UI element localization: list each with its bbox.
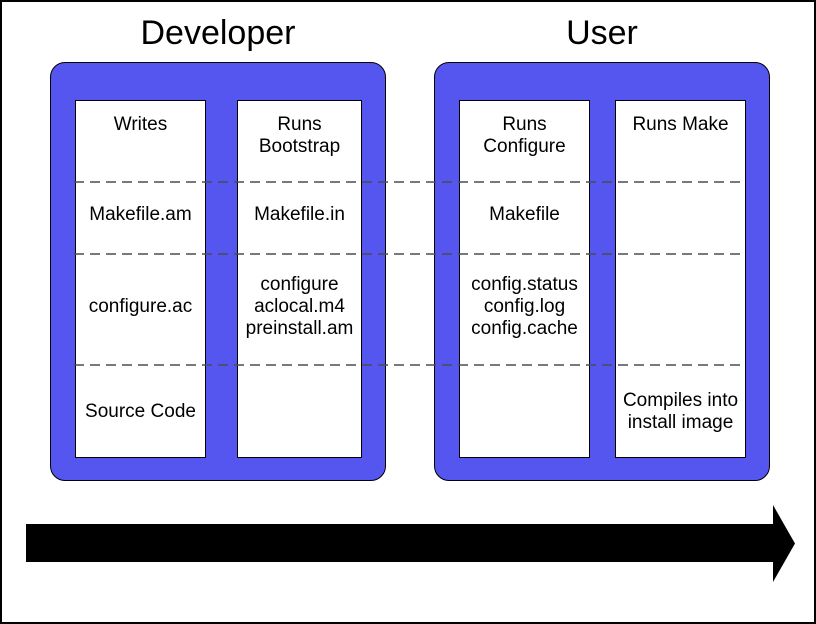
cell-runs-make-text: Runs Make — [632, 114, 729, 135]
cell-makefile-in: Makefile.in — [238, 184, 361, 256]
cell-empty-dev — [238, 367, 361, 457]
cell-runs-configure: Runs Configure — [460, 101, 589, 184]
cell-compiles-text: Compiles into install image — [622, 390, 739, 433]
cell-writes-text: Writes — [113, 114, 168, 135]
cell-makefile: Makefile — [460, 184, 589, 256]
flow-arrow — [26, 505, 795, 582]
developer-bootstrap-column: Runs Bootstrap Makefile.in configure acl… — [237, 100, 362, 458]
cell-runs-bootstrap-text: Runs Bootstrap — [258, 114, 341, 157]
user-make-column: Runs Make Compiles into install image — [615, 100, 746, 458]
cell-empty-user-b1 — [616, 184, 745, 256]
developer-writes-column: Writes Makefile.am configure.ac Source C… — [75, 100, 206, 458]
arrow-head — [773, 505, 795, 582]
cell-makefile-in-text: Makefile.in — [254, 204, 345, 225]
cell-configure-outputs-text: configure aclocal.m4 preinstall.am — [245, 273, 354, 339]
cell-empty-user-b2 — [616, 256, 745, 367]
cell-makefile-text: Makefile — [489, 204, 560, 225]
developer-container: Writes Makefile.am configure.ac Source C… — [50, 62, 386, 481]
cell-makefile-am: Makefile.am — [76, 184, 205, 256]
cell-configure-ac: configure.ac — [76, 256, 205, 367]
cell-configure-ac-text: configure.ac — [88, 295, 193, 317]
user-configure-column: Runs Configure Makefile config.status co… — [459, 100, 590, 458]
arrow-shaft — [26, 524, 774, 562]
cell-writes: Writes — [76, 101, 205, 184]
cell-source-code: Source Code — [76, 367, 205, 457]
cell-config-outputs: config.status config.log config.cache — [460, 256, 589, 367]
user-title: User — [566, 14, 638, 52]
cell-runs-make: Runs Make — [616, 101, 745, 184]
cell-runs-bootstrap: Runs Bootstrap — [238, 101, 361, 184]
developer-title: Developer — [140, 14, 296, 52]
cell-empty-user-a — [460, 367, 589, 457]
user-container: Runs Configure Makefile config.status co… — [434, 62, 770, 481]
cell-config-outputs-text: config.status config.log config.cache — [471, 273, 578, 339]
cell-runs-configure-text: Runs Configure — [483, 114, 566, 157]
cell-source-code-text: Source Code — [85, 401, 196, 422]
cell-configure-outputs: configure aclocal.m4 preinstall.am — [238, 256, 361, 367]
cell-makefile-am-text: Makefile.am — [89, 204, 192, 225]
cell-compiles: Compiles into install image — [616, 367, 745, 457]
